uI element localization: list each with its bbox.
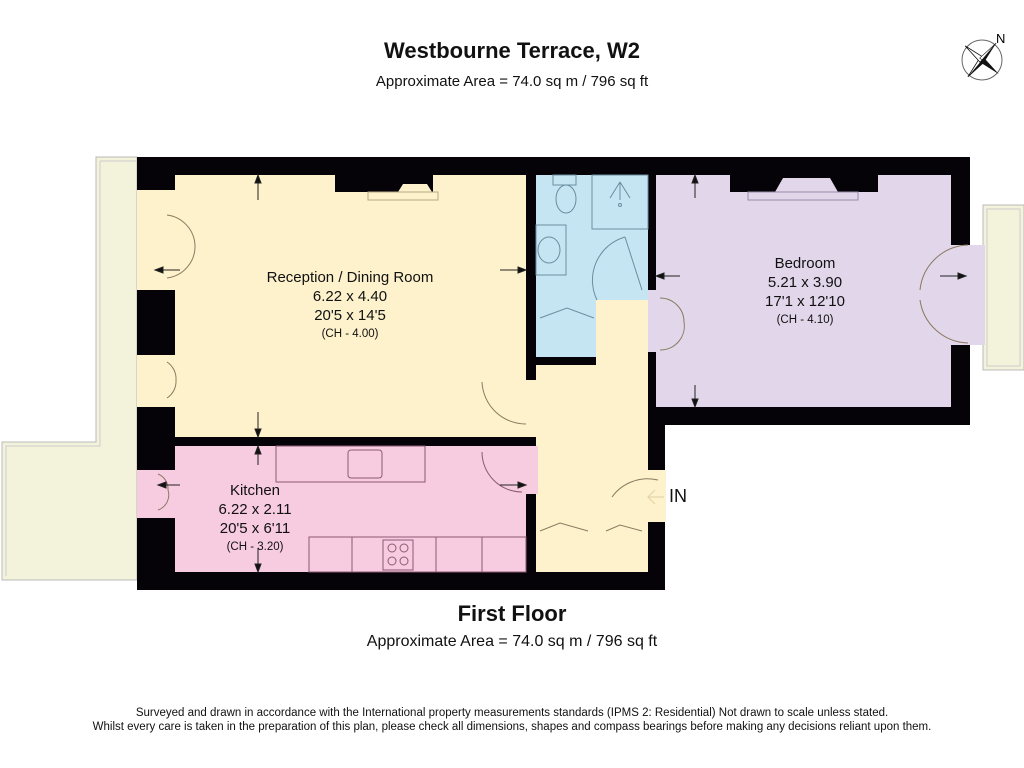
room-metric: 5.21 x 3.90: [767, 274, 843, 291]
bathroom-fixtures: [535, 174, 649, 319]
total-area: Approximate Area = 74.0 sq m / 796 sq ft: [375, 73, 649, 90]
dimension-arrows: [153, 173, 968, 574]
reception-dining-room: [175, 175, 526, 437]
page-title: Westbourne Terrace, W2: [384, 38, 640, 63]
entrance-arrow-icon: [647, 489, 664, 505]
room-name: Reception / Dining Room: [266, 269, 434, 286]
room-metric: 6.22 x 2.11: [218, 501, 292, 518]
room-metric: 6.22 x 4.40: [312, 288, 388, 305]
disclaimer-line-2: Whilst every care is taken in the prepar…: [92, 721, 932, 733]
hallway: [536, 300, 648, 572]
room-label-reception: Reception / Dining Room 6.22 x 4.40 20'5…: [240, 268, 460, 343]
room-label-bedroom: Bedroom 5.21 x 3.90 17'1 x 12'10 (CH - 4…: [735, 254, 875, 329]
room-imperial: 20'5 x 14'5: [314, 307, 386, 324]
compass-rose-icon: N: [961, 31, 1005, 81]
terrace-left: [1, 156, 138, 581]
disclaimer-line-1: Surveyed and drawn in accordance with th…: [135, 707, 889, 719]
kitchen-fixtures: [275, 445, 527, 573]
compass-north-label: N: [996, 31, 1005, 46]
room-ceiling-height: (CH - 4.10): [776, 314, 834, 326]
floor-title: First Floor: [457, 601, 567, 626]
room-name: Kitchen: [229, 482, 281, 499]
floor-area: Approximate Area = 74.0 sq m / 796 sq ft: [366, 633, 658, 650]
room-imperial: 17'1 x 12'10: [765, 293, 845, 310]
bedroom: [656, 175, 951, 407]
entrance-label: IN: [669, 486, 687, 506]
room-ceiling-height: (CH - 4.00): [321, 328, 379, 340]
kitchen: [175, 446, 526, 572]
doors: [157, 214, 969, 532]
room-imperial: 20'5 x 6'11: [219, 520, 291, 537]
room-name: Bedroom: [774, 255, 836, 272]
balcony-right: [982, 204, 1024, 371]
room-label-kitchen: Kitchen 6.22 x 2.11 20'5 x 6'11 (CH - 3.…: [200, 481, 310, 556]
room-ceiling-height: (CH - 3.20): [226, 541, 284, 553]
